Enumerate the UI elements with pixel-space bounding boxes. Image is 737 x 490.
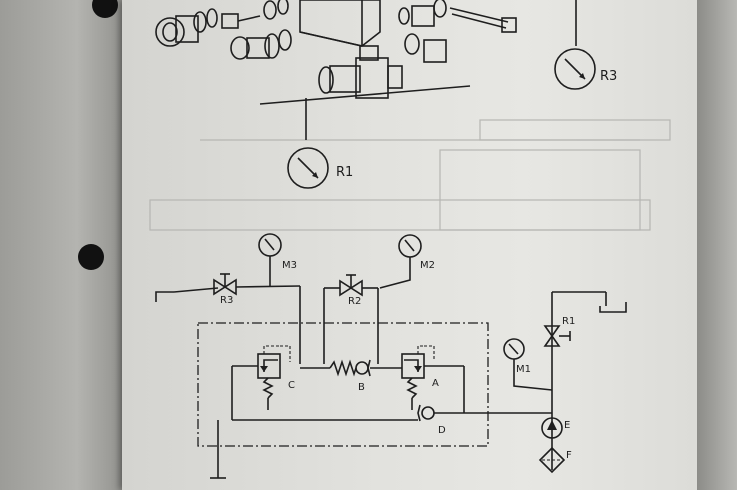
filter-f: F [538,446,572,474]
gauge-r1: R1 [287,147,353,189]
gauge-r3: R3 [554,48,617,90]
gauge-m3: M3 [258,233,297,286]
check-b-label: B [358,382,365,393]
relief-valve-c: C [257,345,295,410]
binder-hole-middle [78,244,104,270]
valve-r1-label: R1 [562,316,575,327]
filter-f-label: F [566,450,572,461]
pump-e: E [541,417,570,439]
fitting-lower-left [230,29,292,60]
fitting-left [155,8,218,47]
fitting-tee [318,45,403,99]
left-binder-page [0,0,128,490]
tank-right [599,302,627,313]
gauge-m2: M2 [379,234,435,289]
gauge-r1-label: R1 [336,165,353,180]
check-valve-b: B [329,359,371,393]
valve-block-outline [197,322,489,447]
right-page-edge [697,0,737,490]
relief-valve-r1: R1 [543,316,575,347]
valve-r2-label: R2 [348,296,361,307]
gauge-m2-label: M2 [420,260,435,271]
binder-hole-top [92,0,118,18]
bolt-1 [221,13,261,29]
relief-c-label: C [288,380,295,391]
gauge-r3-label: R3 [600,69,617,84]
check-valve-d: D [417,404,446,436]
valve-r3-label: R3 [220,295,233,306]
fitting-right-cluster [398,0,517,63]
pump-e-label: E [564,420,570,431]
fitting-top [263,0,289,20]
gauge-m1: M1 [503,338,553,391]
relief-a-label: A [432,378,439,389]
exploded-valve-block [155,0,577,140]
hydraulic-schematic: R3 M3 R2 M [155,233,627,479]
gauge-m3-label: M3 [282,260,297,271]
gauge-m1-label: M1 [516,364,531,375]
tank-left [155,287,219,302]
check-d-label: D [438,425,446,436]
needle-valve-r2: R2 [339,274,363,307]
needle-valve-r3: R3 [213,273,237,306]
bleed-through [149,119,671,231]
relief-valve-a: A [401,345,439,410]
